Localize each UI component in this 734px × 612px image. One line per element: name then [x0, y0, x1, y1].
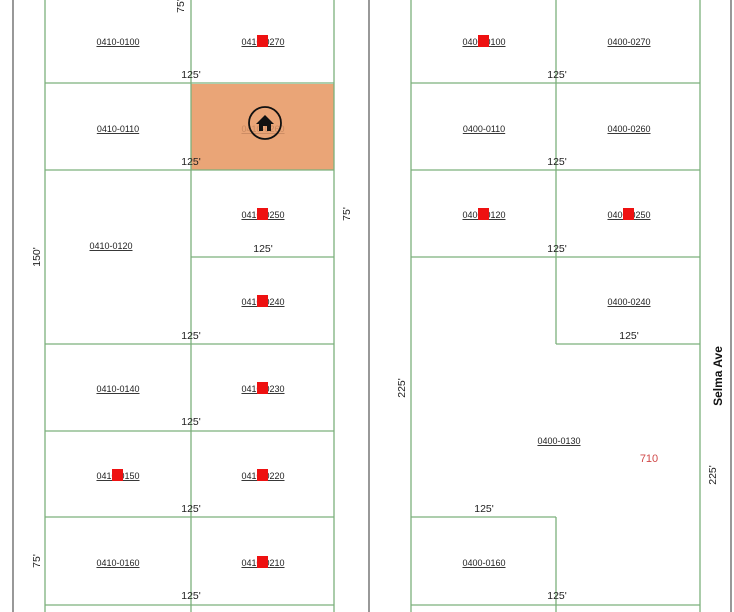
dimension-label: 150' — [31, 247, 43, 267]
parcel-label[interactable]: 0400-0130 — [537, 436, 580, 446]
dimension-label: 125' — [547, 156, 567, 168]
parcel-marker[interactable] — [257, 469, 268, 481]
dimension-label: 125' — [181, 69, 201, 81]
parcel-label[interactable]: 0410-0120 — [89, 241, 132, 251]
dimension-label: 125' — [181, 156, 201, 168]
parcel-label[interactable]: 0410-0160 — [96, 558, 139, 568]
parcel-marker[interactable] — [257, 382, 268, 394]
address-number-label: 710 — [640, 453, 658, 465]
dimension-label: 75' — [175, 0, 187, 13]
dimension-label: 125' — [547, 243, 567, 255]
parcel-label[interactable]: 0400-0260 — [607, 124, 650, 134]
home-icon[interactable] — [248, 106, 282, 140]
parcel-marker[interactable] — [257, 35, 268, 47]
parcel-label[interactable]: 0410-0140 — [96, 384, 139, 394]
parcel-label[interactable]: 0400-0160 — [462, 558, 505, 568]
lot-lines-west-block — [44, 0, 335, 612]
parcel-marker[interactable] — [257, 208, 268, 220]
parcel-label[interactable]: 0400-0270 — [607, 37, 650, 47]
street-name-label: Selma Ave — [711, 346, 725, 406]
parcel-marker[interactable] — [478, 35, 489, 47]
dimension-label: 225' — [396, 378, 408, 398]
dimension-label: 125' — [547, 590, 567, 602]
parcel-markers — [112, 35, 634, 568]
road-lines — [12, 0, 732, 612]
dimension-label: 125' — [474, 503, 494, 515]
dimension-label: 75' — [31, 554, 43, 568]
parcel-marker[interactable] — [112, 469, 123, 481]
lot-lines-east-block — [410, 0, 701, 612]
dimension-label: 125' — [181, 416, 201, 428]
dimension-label: 225' — [707, 465, 719, 485]
parcel-marker[interactable] — [478, 208, 489, 220]
dimension-labels: 75' 125' 125' 125' 125' 125' 125' 125' 1… — [31, 0, 719, 602]
parcel-label[interactable]: 0410-0110 — [97, 124, 139, 134]
parcel-label[interactable]: 0400-0240 — [607, 297, 650, 307]
dimension-label: 125' — [547, 69, 567, 81]
dimension-label: 125' — [253, 243, 273, 255]
dimension-label: 125' — [619, 330, 639, 342]
dimension-label: 125' — [181, 330, 201, 342]
parcel-marker[interactable] — [257, 295, 268, 307]
parcel-label[interactable]: 0410-0100 — [96, 37, 139, 47]
parcel-marker[interactable] — [623, 208, 634, 220]
parcel-label[interactable]: 0400-0110 — [463, 124, 505, 134]
dimension-label: 125' — [181, 590, 201, 602]
parcel-marker[interactable] — [257, 556, 268, 568]
dimension-label: 125' — [181, 503, 201, 515]
dimension-label: 75' — [341, 207, 353, 221]
